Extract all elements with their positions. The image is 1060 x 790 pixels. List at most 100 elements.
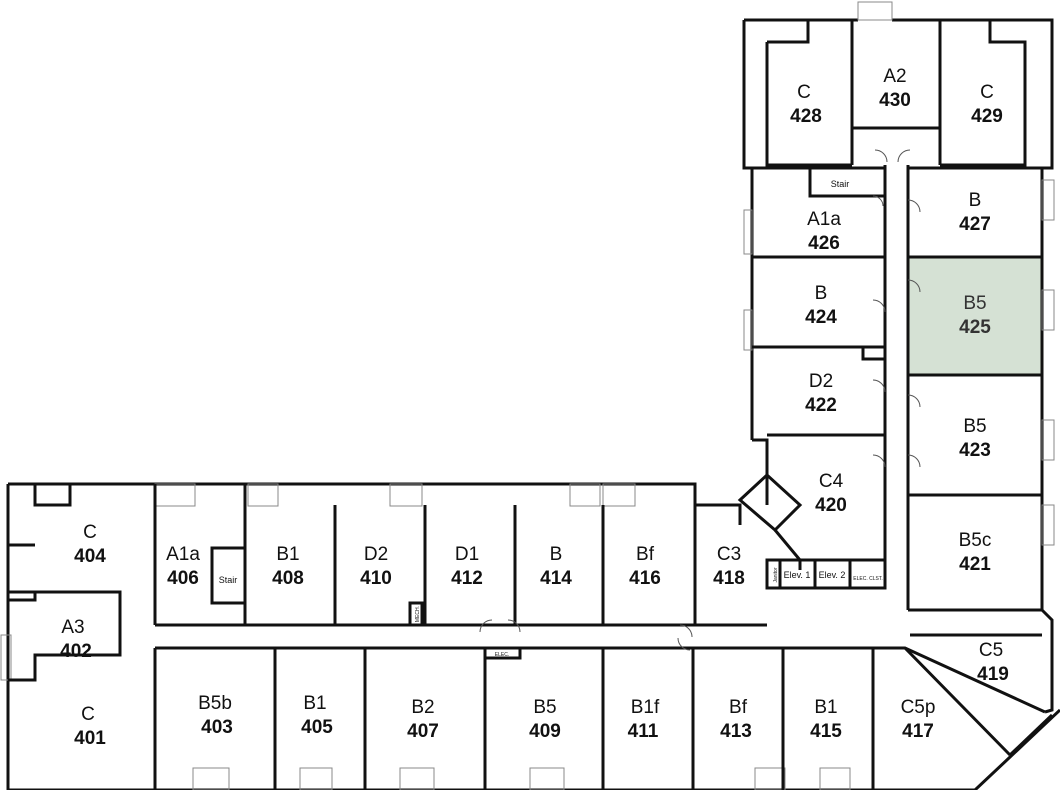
room-408[interactable]: B1 408 bbox=[272, 544, 304, 589]
room-419-number: 419 bbox=[977, 664, 1009, 685]
room-411[interactable]: B1f 411 bbox=[628, 697, 660, 742]
room-423-number: 423 bbox=[959, 440, 991, 461]
room-429-type: C bbox=[980, 82, 994, 103]
room-420[interactable]: C4 420 bbox=[815, 471, 847, 516]
stair-label-west: Stair bbox=[219, 575, 238, 585]
room-405-number: 405 bbox=[301, 717, 333, 738]
room-413-number: 413 bbox=[720, 721, 752, 742]
room-labels: C 404 A1a 406 B1 408 D2 410 D1 412 B 414… bbox=[60, 66, 1009, 749]
janitor-label: Janitor bbox=[773, 567, 779, 582]
room-416-type: Bf bbox=[636, 544, 655, 565]
room-426[interactable]: A1a 426 bbox=[807, 209, 841, 254]
room-407-type: B2 bbox=[411, 697, 434, 718]
room-410-type: D2 bbox=[364, 544, 388, 565]
room-fills bbox=[908, 257, 1041, 375]
room-421[interactable]: B5c 421 bbox=[959, 530, 992, 575]
room-406[interactable]: A1a 406 bbox=[166, 544, 200, 589]
room-401-type: C bbox=[81, 704, 95, 725]
room-421-number: 421 bbox=[959, 554, 991, 575]
room-417-type: C5p bbox=[901, 697, 936, 718]
room-408-type: B1 bbox=[276, 544, 299, 565]
room-420-number: 420 bbox=[815, 495, 847, 516]
elec-closet-label: ELEC. CLST. bbox=[853, 576, 882, 582]
room-407-number: 407 bbox=[407, 721, 439, 742]
room-412[interactable]: D1 412 bbox=[451, 544, 483, 589]
door-swings bbox=[479, 149, 921, 651]
outer-walls bbox=[6, 18, 1054, 790]
room-413-type: Bf bbox=[729, 697, 748, 718]
room-422[interactable]: D2 422 bbox=[805, 371, 837, 416]
room-424-number: 424 bbox=[805, 307, 837, 328]
room-402-number: 402 bbox=[60, 641, 92, 662]
room-417[interactable]: C5p 417 bbox=[901, 697, 936, 742]
room-401[interactable]: C 401 bbox=[74, 704, 106, 749]
room-415-number: 415 bbox=[810, 721, 842, 742]
room-424-type: B bbox=[815, 283, 828, 304]
room-414[interactable]: B 414 bbox=[540, 544, 572, 589]
elec-label-corridor: ELEC. bbox=[495, 652, 509, 658]
room-413[interactable]: Bf 413 bbox=[720, 697, 752, 742]
room-425-number: 425 bbox=[959, 317, 991, 338]
room-416-number: 416 bbox=[629, 568, 661, 589]
elevator-2-label: Elev. 2 bbox=[819, 570, 846, 580]
room-428-type: C bbox=[797, 82, 811, 103]
mech-label: MECH. bbox=[415, 606, 421, 622]
room-418-number: 418 bbox=[713, 568, 745, 589]
room-412-type: D1 bbox=[455, 544, 479, 565]
elevator-1-label: Elev. 1 bbox=[784, 570, 811, 580]
room-407[interactable]: B2 407 bbox=[407, 697, 439, 742]
room-417-number: 417 bbox=[902, 721, 934, 742]
room-420-type: C4 bbox=[819, 471, 844, 492]
room-423-type: B5 bbox=[963, 416, 986, 437]
room-414-number: 414 bbox=[540, 568, 572, 589]
room-429-number: 429 bbox=[971, 106, 1003, 127]
room-403-type: B5b bbox=[198, 693, 232, 714]
room-425-type: B5 bbox=[963, 293, 986, 314]
interior-walls bbox=[8, 20, 1060, 790]
room-422-number: 422 bbox=[805, 395, 837, 416]
room-415-type: B1 bbox=[814, 697, 837, 718]
room-427-number: 427 bbox=[959, 214, 991, 235]
stair-label-north: Stair bbox=[831, 179, 850, 189]
room-428[interactable]: C 428 bbox=[790, 82, 822, 127]
room-406-type: A1a bbox=[166, 544, 200, 565]
room-401-number: 401 bbox=[74, 728, 106, 749]
room-430-number: 430 bbox=[879, 90, 911, 111]
room-415[interactable]: B1 415 bbox=[810, 697, 842, 742]
room-404-type: C bbox=[83, 522, 97, 543]
room-426-type: A1a bbox=[807, 209, 841, 230]
room-405[interactable]: B1 405 bbox=[301, 693, 333, 738]
room-427[interactable]: B 427 bbox=[959, 190, 991, 235]
room-416[interactable]: Bf 416 bbox=[629, 544, 661, 589]
room-406-number: 406 bbox=[167, 568, 199, 589]
room-409-type: B5 bbox=[533, 697, 556, 718]
room-423[interactable]: B5 423 bbox=[959, 416, 991, 461]
room-430[interactable]: A2 430 bbox=[879, 66, 911, 111]
room-425-fill bbox=[908, 257, 1041, 375]
room-405-type: B1 bbox=[303, 693, 326, 714]
room-418-type: C3 bbox=[717, 544, 741, 565]
room-427-type: B bbox=[969, 190, 982, 211]
room-404[interactable]: C 404 bbox=[74, 522, 106, 567]
room-419[interactable]: C5 419 bbox=[977, 640, 1009, 685]
room-424[interactable]: B 424 bbox=[805, 283, 837, 328]
room-412-number: 412 bbox=[451, 568, 483, 589]
room-418[interactable]: C3 418 bbox=[713, 544, 745, 589]
room-409-number: 409 bbox=[529, 721, 561, 742]
room-409[interactable]: B5 409 bbox=[529, 697, 561, 742]
room-410[interactable]: D2 410 bbox=[360, 544, 392, 589]
room-429[interactable]: C 429 bbox=[971, 82, 1003, 127]
room-430-type: A2 bbox=[883, 66, 906, 87]
room-408-number: 408 bbox=[272, 568, 304, 589]
room-422-type: D2 bbox=[809, 371, 833, 392]
room-403[interactable]: B5b 403 bbox=[198, 693, 233, 738]
room-425[interactable]: B5 425 bbox=[959, 293, 991, 338]
room-428-number: 428 bbox=[790, 106, 822, 127]
room-402[interactable]: A3 402 bbox=[60, 617, 92, 662]
room-410-number: 410 bbox=[360, 568, 392, 589]
room-411-number: 411 bbox=[628, 721, 659, 742]
room-421-type: B5c bbox=[959, 530, 992, 551]
room-403-number: 403 bbox=[201, 717, 233, 738]
